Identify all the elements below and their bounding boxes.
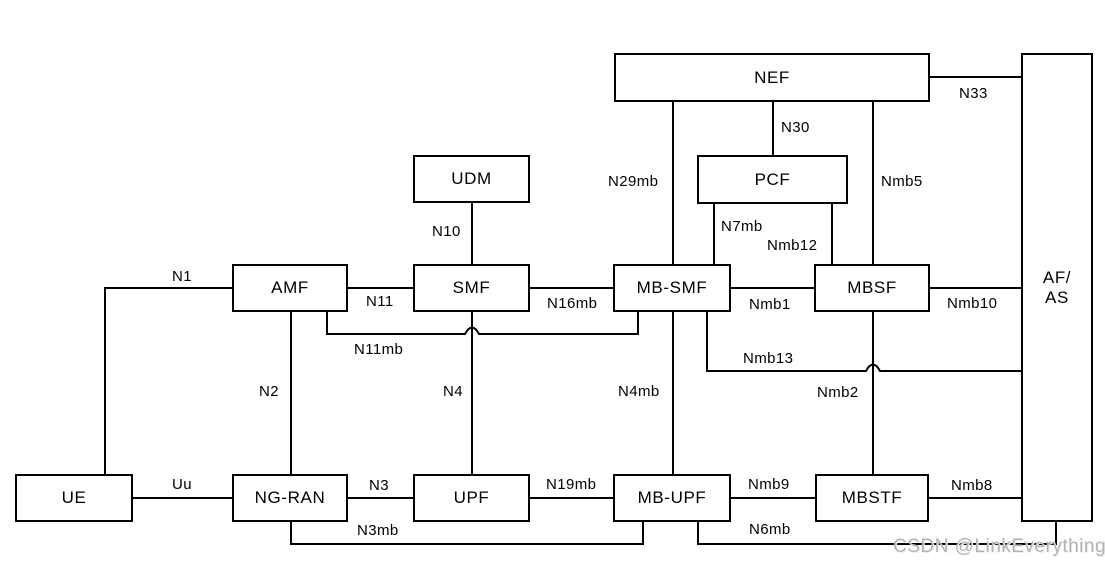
edge-label-n30: N30 — [781, 119, 810, 136]
edge-label-n4mb: N4mb — [618, 383, 660, 400]
edge-label-n3: N3 — [369, 477, 389, 494]
edge-label-n16mb: N16mb — [547, 295, 598, 312]
edge-line-n3mb — [290, 522, 644, 545]
edge-line-nmb13 — [706, 312, 1021, 372]
edge-label-nmb2: Nmb2 — [817, 384, 859, 401]
edge-label-nmb8: Nmb8 — [951, 477, 993, 494]
edge-label-n11mb: N11mb — [354, 341, 404, 358]
edge-label-n19mb: N19mb — [546, 476, 597, 493]
node-ue: UE — [15, 474, 133, 522]
node-af-as: AF/ AS — [1021, 53, 1093, 522]
edge-label-nmb1: Nmb1 — [749, 296, 791, 313]
edge-label-n3mb: N3mb — [357, 522, 399, 539]
node-udm: UDM — [413, 155, 530, 203]
node-mbsf: MBSF — [814, 264, 930, 312]
edge-label-n4: N4 — [443, 383, 463, 400]
node-nef: NEF — [614, 53, 930, 102]
node-mb-smf: MB-SMF — [613, 264, 731, 312]
node-ng-ran: NG-RAN — [232, 474, 348, 522]
node-upf: UPF — [413, 474, 530, 522]
edge-label-n33: N33 — [959, 85, 988, 102]
node-af-as-label: AF/ AS — [1042, 267, 1072, 307]
node-pcf: PCF — [697, 155, 848, 204]
edge-label-nmb5: Nmb5 — [881, 173, 923, 190]
edge-line-n6mb — [697, 522, 1057, 545]
edge-label-n2: N2 — [259, 383, 279, 400]
node-amf: AMF — [232, 264, 348, 312]
edge-line-n1 — [104, 287, 232, 474]
edge-label-n6mb: N6mb — [749, 521, 791, 538]
edge-label-nmb12: Nmb12 — [767, 237, 818, 254]
edge-line-n11mb — [326, 312, 639, 335]
edge-label-nmb13: Nmb13 — [743, 350, 794, 367]
edge-label-n29mb: N29mb — [608, 173, 659, 190]
node-mb-upf: MB-UPF — [613, 474, 731, 522]
node-smf: SMF — [413, 264, 530, 312]
edge-label-n1: N1 — [172, 268, 192, 285]
edge-label-n11: N11 — [366, 293, 394, 310]
edge-label-nmb9: Nmb9 — [748, 476, 790, 493]
watermark: CSDN @LinkEverything — [893, 536, 1105, 557]
edge-label-n10: N10 — [432, 223, 461, 240]
edge-label-nmb10: Nmb10 — [947, 295, 998, 312]
node-mbstf: MBSTF — [815, 474, 929, 522]
edge-label-uu: Uu — [172, 476, 192, 493]
edge-label-n7mb: N7mb — [721, 218, 763, 235]
